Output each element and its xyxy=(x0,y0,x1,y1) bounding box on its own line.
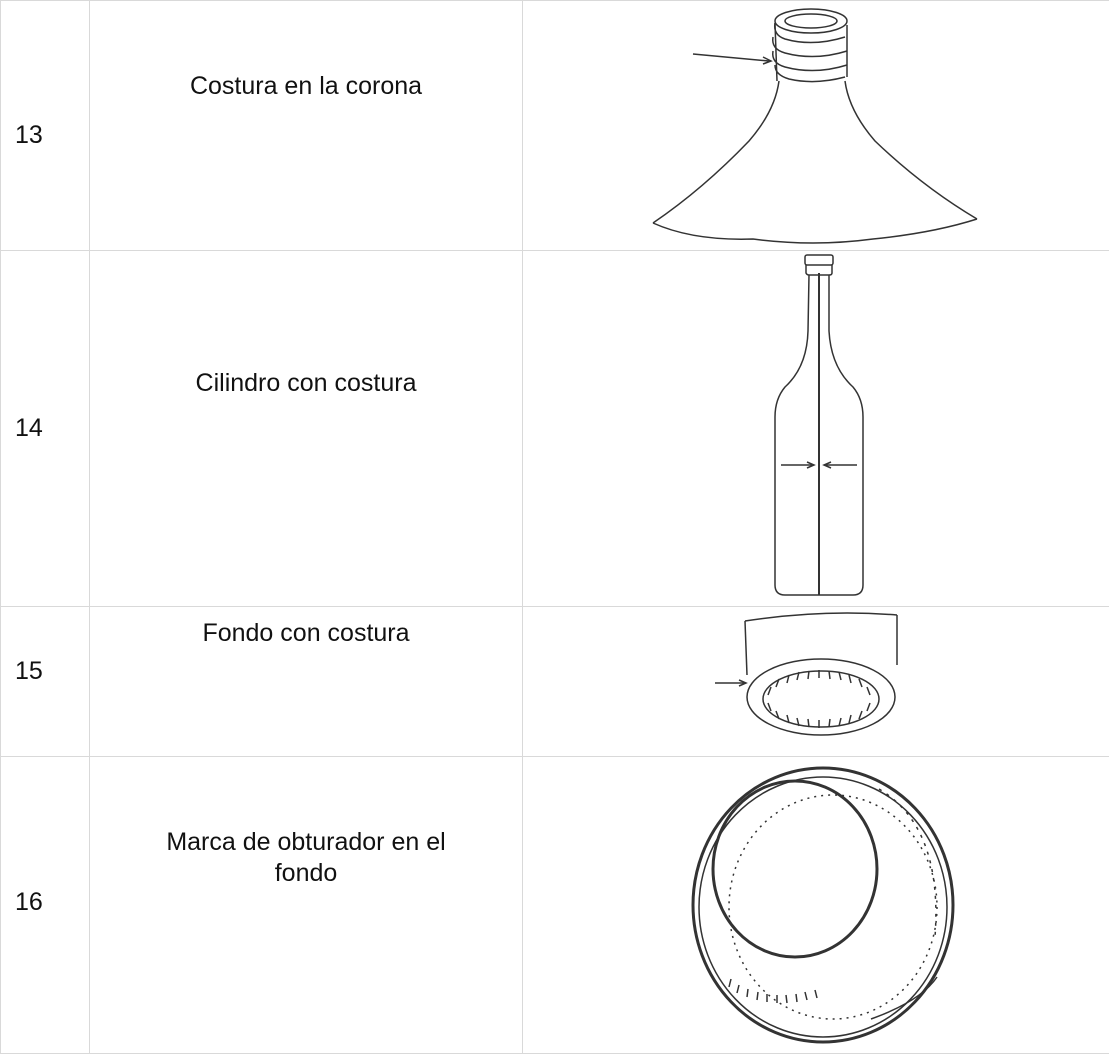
bottle-cylinder-seam-icon xyxy=(523,251,1109,607)
row-description: Fondo con costura xyxy=(90,618,522,649)
illustration-cell xyxy=(523,1,1109,251)
illustration-cell xyxy=(523,757,1109,1054)
row-number: 16 xyxy=(15,888,43,917)
illustration-cell xyxy=(523,251,1109,607)
description-cell: Fondo con costura xyxy=(90,607,523,757)
row-number: 13 xyxy=(15,121,43,150)
bottle-crown-seam-icon xyxy=(523,1,1109,251)
row-description: Marca de obturador en el fondo xyxy=(90,827,522,889)
row-description: Cilindro con costura xyxy=(90,368,522,399)
row-number: 14 xyxy=(15,414,43,443)
table-row: 16 Marca de obturador en el fondo xyxy=(1,757,1109,1054)
table-row: 15 Fondo con costura xyxy=(1,607,1109,757)
number-cell: 16 xyxy=(1,757,90,1054)
bottle-bottom-seam-icon xyxy=(523,607,1109,757)
row-number: 15 xyxy=(15,657,43,686)
description-cell: Marca de obturador en el fondo xyxy=(90,757,523,1054)
number-cell: 15 xyxy=(1,607,90,757)
bottle-bottom-baffle-mark-icon xyxy=(523,757,1109,1054)
illustration-cell xyxy=(523,607,1109,757)
row-description: Costura en la corona xyxy=(90,71,522,102)
description-cell: Costura en la corona xyxy=(90,1,523,251)
table-row: 13 Costura en la corona xyxy=(1,1,1109,251)
description-cell: Cilindro con costura xyxy=(90,251,523,607)
number-cell: 13 xyxy=(1,1,90,251)
table-row: 14 Cilindro con costura xyxy=(1,251,1109,607)
number-cell: 14 xyxy=(1,251,90,607)
